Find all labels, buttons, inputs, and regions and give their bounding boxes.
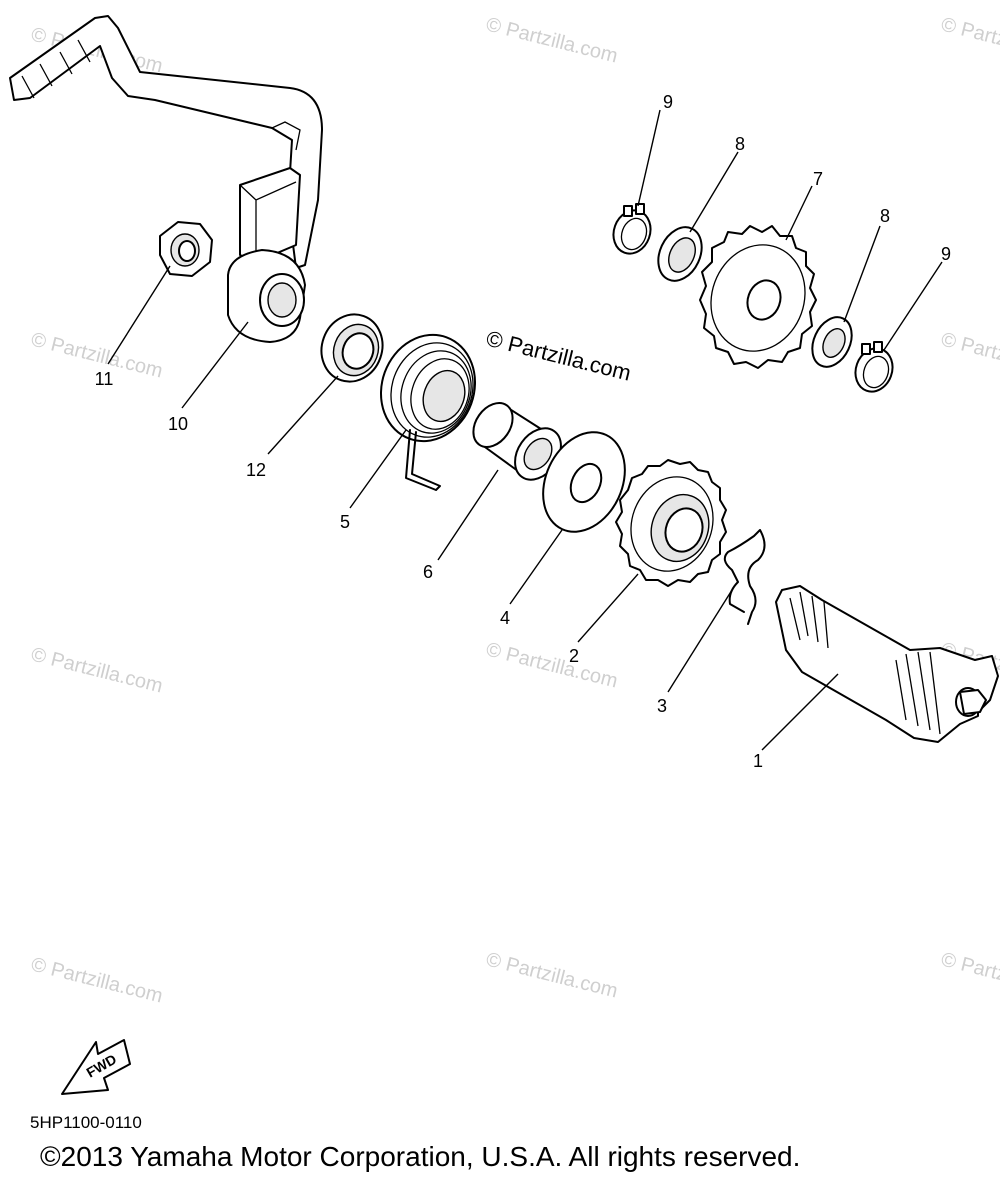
- part-number-label: 6: [423, 562, 433, 582]
- part-9-circlip: [854, 341, 894, 393]
- watermarks: © Partzilla.com © Partzilla.com © Partzi…: [29, 14, 1000, 1008]
- watermark: © Partzilla.com: [29, 954, 165, 1008]
- part-12-oil-seal: [320, 313, 384, 383]
- part-number-label: 5: [340, 512, 350, 532]
- part-number-label: 11: [95, 369, 114, 389]
- part-8-washer: [657, 226, 703, 282]
- part-number-label: 8: [880, 206, 890, 226]
- part-7-idle-gear: [699, 225, 817, 369]
- part-4-washer: [542, 431, 626, 533]
- part-3-clip: [723, 529, 766, 625]
- center-watermark: © Partzilla.com: [484, 326, 634, 386]
- part-number-label: 8: [735, 134, 745, 154]
- part-number-label: 10: [168, 414, 188, 434]
- watermark: © Partzilla.com: [939, 949, 1000, 1003]
- watermark: © Partzilla.com: [939, 329, 1000, 383]
- watermark: © Partzilla.com: [484, 949, 620, 1003]
- part-number-label: 2: [569, 646, 579, 666]
- part-number-label: 3: [657, 696, 667, 716]
- part-1-kick-axle: [775, 585, 999, 743]
- part-number-label: 1: [753, 751, 763, 771]
- copyright-notice: ©2013 Yamaha Motor Corporation, U.S.A. A…: [40, 1141, 800, 1172]
- part-9-circlip: [612, 203, 652, 255]
- diagram-code: 5HP1100-0110: [30, 1113, 142, 1132]
- part-number-label: 9: [941, 244, 951, 264]
- watermark: © Partzilla.com: [939, 14, 1000, 68]
- part-8-washer: [811, 316, 853, 368]
- watermark: © Partzilla.com: [29, 644, 165, 698]
- fwd-direction-arrow: FWD: [61, 1039, 131, 1095]
- watermark: © Partzilla.com: [484, 639, 620, 693]
- kick-lever: [9, 15, 323, 343]
- part-2-kick-gear: [615, 459, 727, 587]
- callout-lines: [107, 109, 943, 751]
- part-11-nut: [159, 221, 213, 277]
- part-number-label: 4: [500, 608, 510, 628]
- part-numbers: 1 2 3 4 5 6 7 8 8 9 9 10 11 12: [95, 92, 951, 771]
- watermark: © Partzilla.com: [484, 14, 620, 68]
- part-number-label: 9: [663, 92, 673, 112]
- part-5-torsion-spring: [379, 333, 477, 491]
- part-number-label: 7: [813, 169, 823, 189]
- part-number-label: 12: [246, 460, 266, 480]
